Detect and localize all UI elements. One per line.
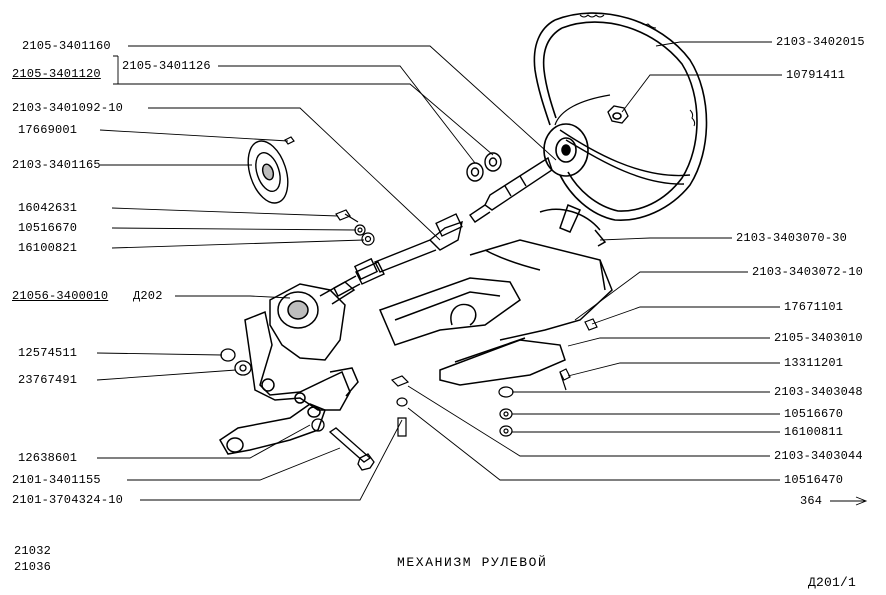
label-2103-3402015: 2103-3402015 <box>776 35 865 49</box>
continuation-page-ref: 364 <box>800 494 823 508</box>
leader-lines <box>96 41 868 506</box>
model-code-2: 21036 <box>14 560 52 574</box>
label-10516470: 10516470 <box>784 473 844 487</box>
label-2105-3401160: 2105-3401160 <box>22 39 111 53</box>
label-12574511: 12574511 <box>18 346 78 360</box>
label-17671101: 17671101 <box>784 300 844 314</box>
label-23767491: 23767491 <box>18 373 78 387</box>
label-2105-3401126: 2105-3401126 <box>122 59 211 73</box>
flange-cover <box>247 140 289 204</box>
intermediate-shaft <box>333 213 463 297</box>
label-2103-3403044: 2103-3403044 <box>774 449 863 463</box>
label-2103-3403072-10: 2103-3403072-10 <box>752 265 864 279</box>
label-16042631: 16042631 <box>18 201 78 215</box>
label-16100821: 16100821 <box>18 241 78 255</box>
label-21056-3400010: 21056-3400010 <box>12 289 109 303</box>
label-2103-3401092-10: 2103-3401092-10 <box>12 101 124 115</box>
label-2101-3401155: 2101-3401155 <box>12 473 101 487</box>
label-12638601: 12638601 <box>18 451 78 465</box>
label-2101-3704324-10: 2101-3704324-10 <box>12 493 124 507</box>
label-2103-3403070-30: 2103-3403070-30 <box>736 231 848 245</box>
small-fasteners-right <box>390 318 598 437</box>
steering-gearbox <box>244 281 359 411</box>
wheel-bolt-and-nuts <box>284 136 375 246</box>
model-code-1: 21032 <box>14 544 52 558</box>
label-2103-3403048: 2103-3403048 <box>774 385 863 399</box>
label-2105-3401120: 2105-3401120 <box>12 67 101 81</box>
label-17669001: 17669001 <box>18 123 78 137</box>
label-d202-ref: Д202 <box>133 289 163 303</box>
pitman-arm <box>219 403 326 455</box>
diagram-title: МЕХАНИЗМ РУЛЕВОЙ <box>397 555 548 570</box>
steering-wheel <box>533 12 708 221</box>
label-2103-3401165: 2103-3401165 <box>12 158 101 172</box>
label-16100811: 16100811 <box>784 425 844 439</box>
label-10791411: 10791411 <box>786 68 846 82</box>
label-2105-3403010: 2105-3403010 <box>774 331 863 345</box>
page-code: Д201/1 <box>808 575 857 590</box>
column-bracket <box>378 204 613 386</box>
steering-shaft-upper <box>466 152 553 223</box>
label-13311201: 13311201 <box>784 356 844 370</box>
label-10516670-left: 10516670 <box>18 221 78 235</box>
label-10516670-right: 10516670 <box>784 407 844 421</box>
